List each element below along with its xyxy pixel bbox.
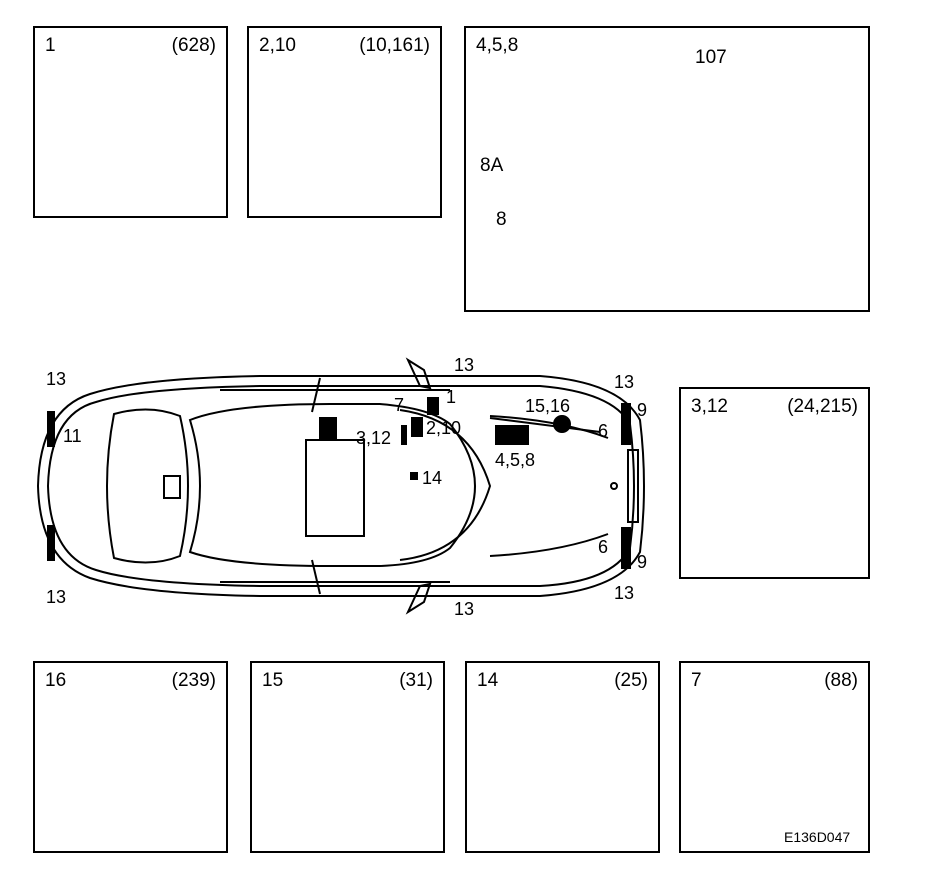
callout-1: 1 — [446, 387, 457, 407]
callout-4-5-8: 4,5,8 — [495, 450, 536, 470]
callout-13-top-right: 13 — [614, 372, 635, 392]
panel-reference: (10,161) — [359, 35, 430, 56]
drawing-code: E136D047 — [784, 829, 851, 845]
callout-13-bottom-right: 13 — [614, 583, 635, 603]
callout-13-top-left: 13 — [46, 369, 67, 389]
callout-14: 14 — [422, 468, 443, 488]
panel-numbers: 3,12 — [691, 396, 728, 417]
callout-3-12: 3,12 — [356, 428, 392, 448]
callout-2-10: 2,10 — [426, 418, 462, 438]
callout-7: 7 — [394, 395, 405, 415]
panel-numbers: 15 — [262, 670, 284, 691]
callout-6-bottom: 6 — [598, 537, 609, 557]
callout-6-top: 6 — [598, 421, 609, 441]
panel-stalk-switch: 3,12 (24,215) — [679, 387, 870, 579]
panel-light-switch: 2,10 (10,161) — [247, 26, 442, 218]
callout-8a: 8A — [480, 155, 504, 176]
callout-8: 8 — [496, 209, 507, 230]
callout-13-bottom-left: 13 — [46, 587, 67, 607]
panel-numbers: 2,10 — [259, 35, 296, 56]
panel-control-module: 1 (628) — [33, 26, 228, 218]
panel-reference: (88) — [824, 670, 858, 691]
panel-numbers: 4,5,8 — [476, 35, 519, 56]
panel-numbers: 14 — [477, 670, 499, 691]
callout-9-bottom: 9 — [637, 552, 648, 572]
panel-numbers: 7 — [691, 670, 702, 691]
panel-reference: (24,215) — [787, 396, 858, 417]
panel-reference: (628) — [171, 35, 216, 56]
callout-11: 11 — [63, 426, 82, 446]
panel-relay-box: 4,5,8 107 8A 8 — [464, 26, 870, 312]
panel-reference: (31) — [399, 670, 433, 691]
panel-reference: (25) — [614, 670, 648, 691]
panel-numbers: 16 — [45, 670, 67, 691]
panel-mechanism: 16 (239) — [33, 661, 228, 853]
panel-sensor: 15 (31) — [250, 661, 445, 853]
callout-15-16: 15,16 — [525, 396, 571, 416]
callout-107: 107 — [695, 47, 727, 68]
callout-13-bottom-center: 13 — [454, 599, 475, 619]
panel-socket: 14 (25) — [465, 661, 660, 853]
panel-numbers: 1 — [45, 35, 56, 56]
panel-reference: (239) — [171, 670, 216, 691]
car-outline-drawing — [36, 357, 645, 615]
callout-9-top: 9 — [637, 400, 648, 420]
panel-hazard-switch: 7 (88) — [679, 661, 870, 853]
callout-13-top-center: 13 — [454, 355, 475, 375]
